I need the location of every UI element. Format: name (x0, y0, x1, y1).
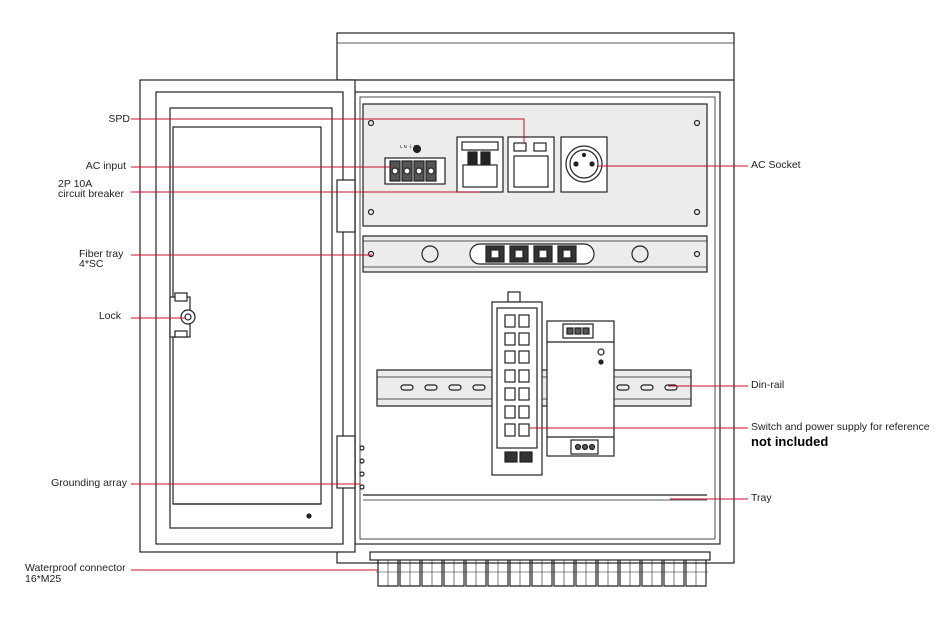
label-din-rail: Din-rail (751, 379, 785, 391)
label-ac-input: AC input (85, 160, 126, 172)
spd-module (507, 136, 555, 193)
terminal-marks: L N ⏚ N (400, 143, 417, 149)
label-breaker-line2: circuit breaker (58, 188, 124, 200)
label-breaker-line1: 2P 10A (58, 178, 93, 190)
leader-spd (131, 118, 525, 143)
network-switch (491, 291, 543, 476)
cabinet-door (139, 79, 365, 553)
label-waterproof-line2: 16*M25 (25, 573, 62, 585)
label-not-included: not included (751, 434, 829, 449)
leader-lines (131, 118, 748, 571)
label-spd: SPD (108, 113, 130, 125)
label-switch-psu: Switch and power supply for reference (751, 421, 930, 433)
ac-input-terminal-block: L N ⏚ N (384, 143, 446, 185)
label-waterproof-line1: Waterproof connector (25, 562, 126, 574)
label-lock: Lock (98, 310, 121, 322)
power-supply-module (546, 320, 615, 457)
ac-socket (560, 136, 608, 193)
bottom-tray (363, 494, 707, 501)
circuit-breaker (456, 136, 504, 193)
label-grounding-array: Grounding array (51, 477, 127, 489)
label-fiber-tray-line1: Fiber tray (79, 248, 124, 260)
fiber-tray (362, 235, 708, 273)
label-ac-socket: AC Socket (751, 159, 801, 171)
label-fiber-tray-line2: 4*SC (79, 258, 104, 270)
label-tray: Tray (751, 492, 772, 504)
lock-icon (169, 292, 196, 338)
waterproof-connectors (369, 551, 711, 587)
